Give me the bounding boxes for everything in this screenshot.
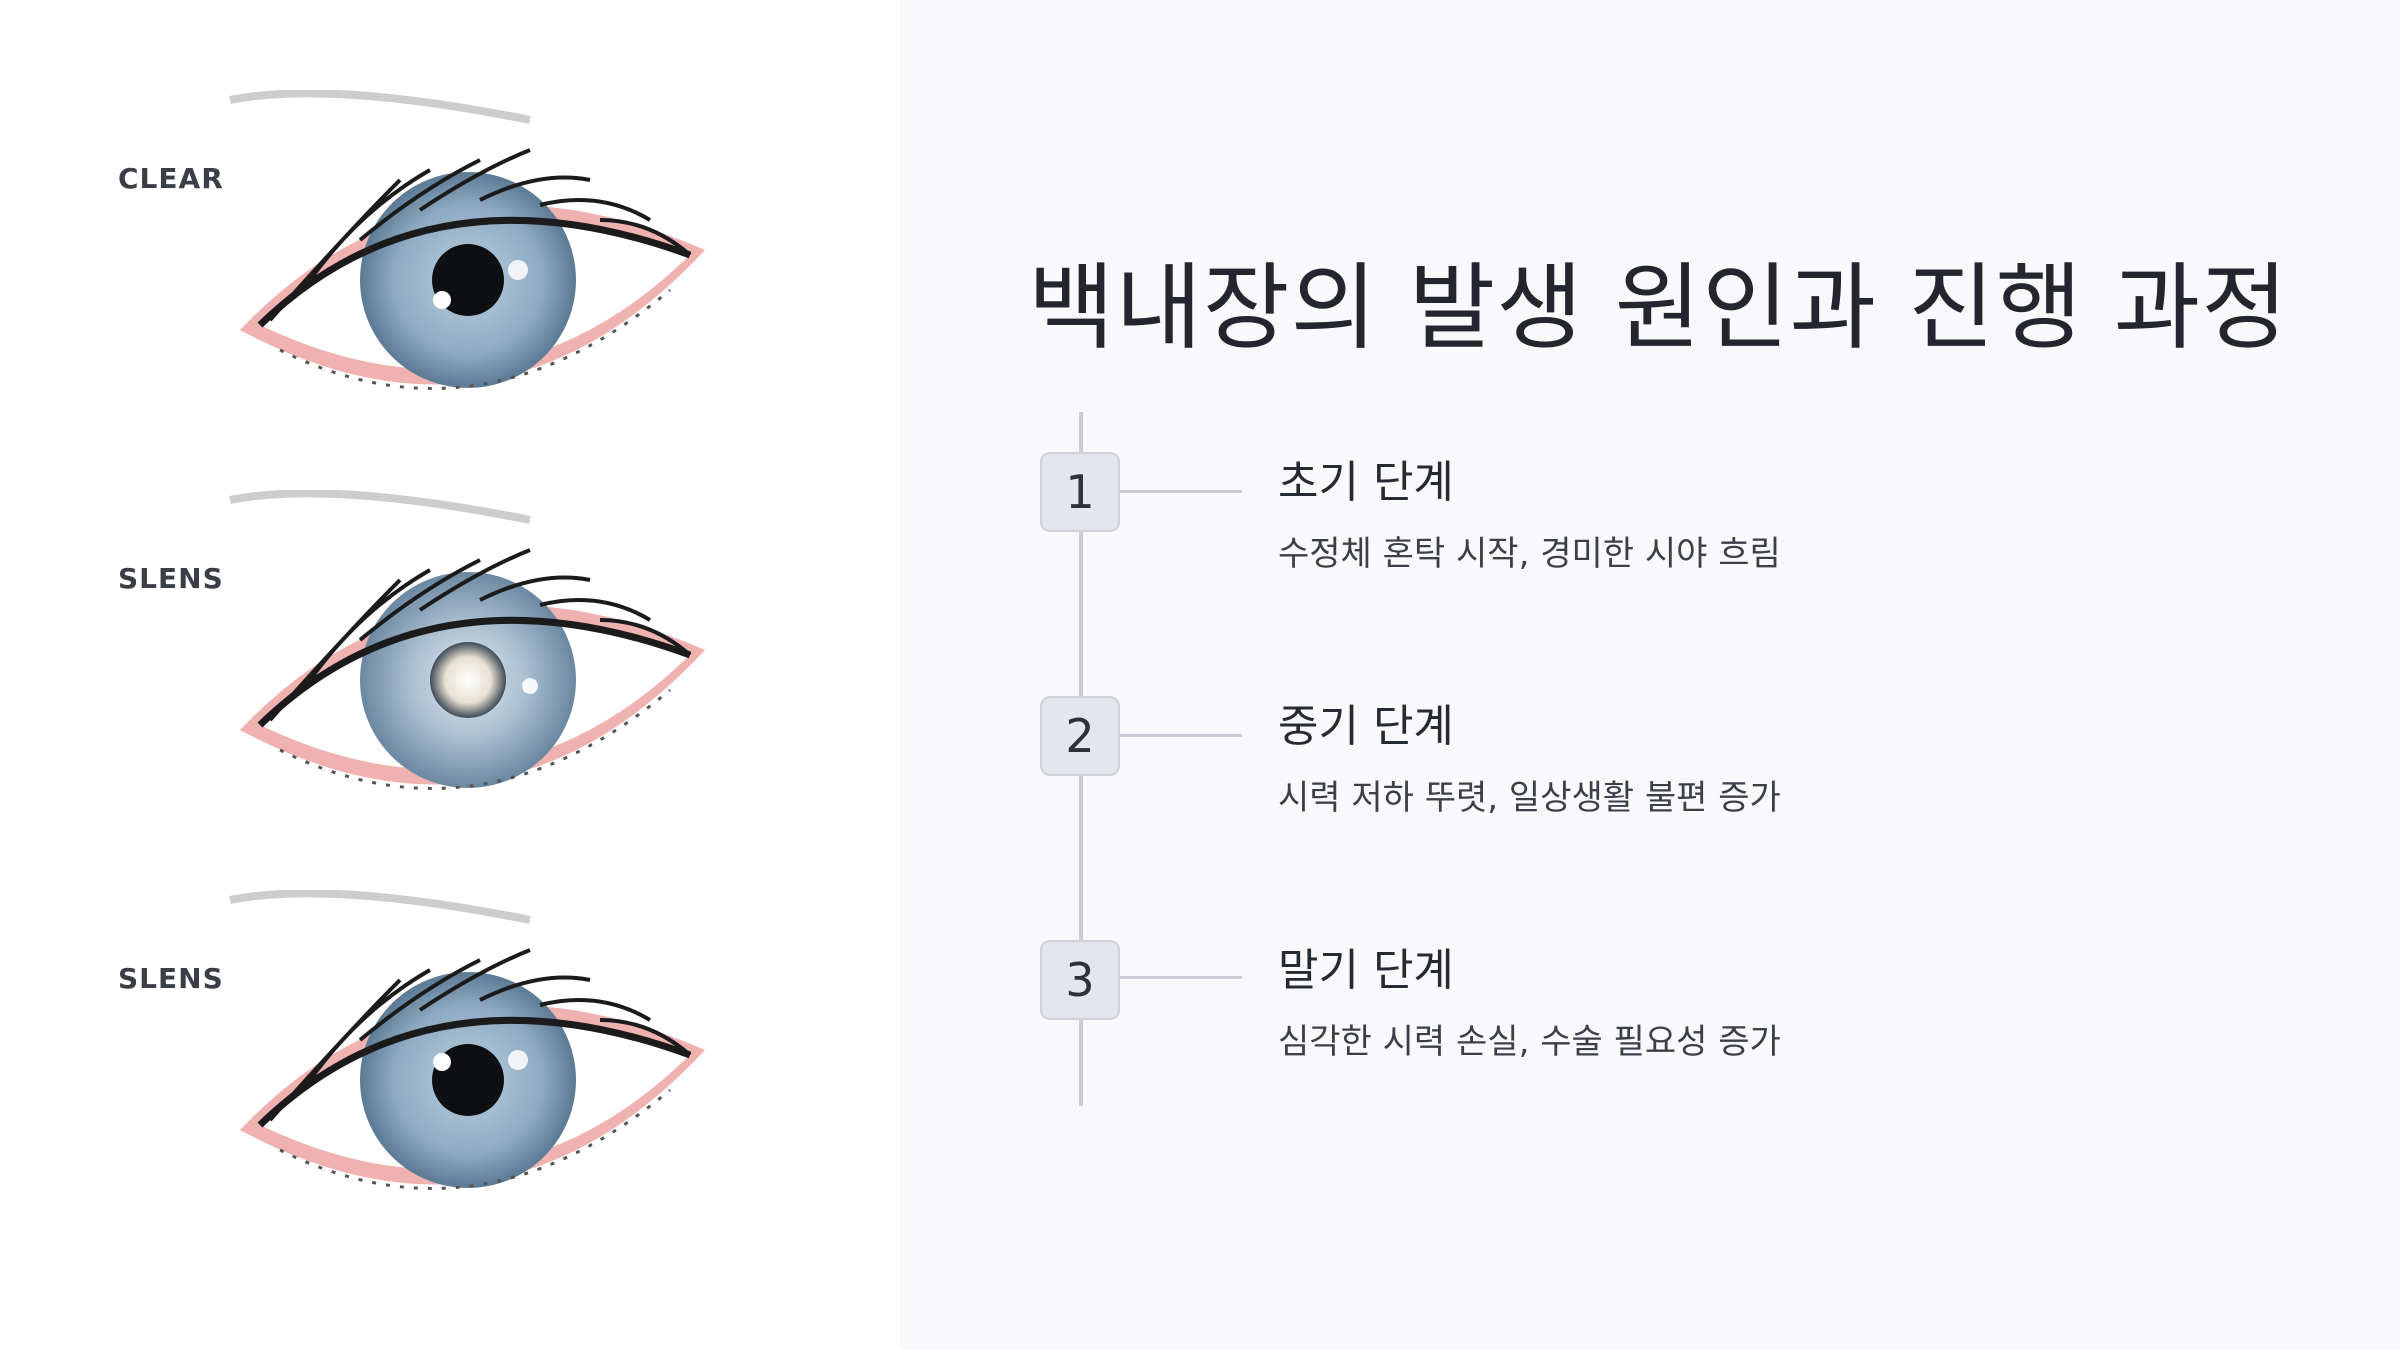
step-description: 시력 저하 뚜렷, 일상생활 불편 증가 [1278, 778, 1781, 818]
eye-illustration-panel: CLEAR SLENS [0, 0, 900, 1350]
eye-icon [229, 890, 705, 1190]
eye-icon [229, 490, 705, 790]
step-title: 중기 단계 [1278, 701, 1454, 752]
eye-label: SLENS [118, 962, 224, 995]
eye-illustration-clear: CLEAR [0, 90, 900, 490]
eye-illustration-slens: SLENS [0, 890, 900, 1290]
step-number-badge: 3 [1040, 940, 1120, 1020]
eye-label: SLENS [118, 562, 224, 595]
step-number-badge: 2 [1040, 696, 1120, 776]
step-number-badge: 1 [1040, 452, 1120, 532]
step-title: 말기 단계 [1278, 945, 1454, 996]
step-description: 수정체 혼탁 시작, 경미한 시야 흐림 [1278, 534, 1781, 574]
step-description: 심각한 시력 손실, 수술 필요성 증가 [1278, 1022, 1781, 1062]
page-title: 백내장의 발생 원인과 진행 과정 [1028, 254, 2289, 363]
step-title: 초기 단계 [1278, 457, 1454, 508]
eye-label: CLEAR [118, 162, 224, 195]
step-connector [1120, 976, 1242, 979]
step-connector [1120, 490, 1242, 493]
eye-icon [229, 90, 705, 390]
step-connector [1120, 734, 1242, 737]
eye-illustration-slens-cloudy: SLENS [0, 490, 900, 890]
